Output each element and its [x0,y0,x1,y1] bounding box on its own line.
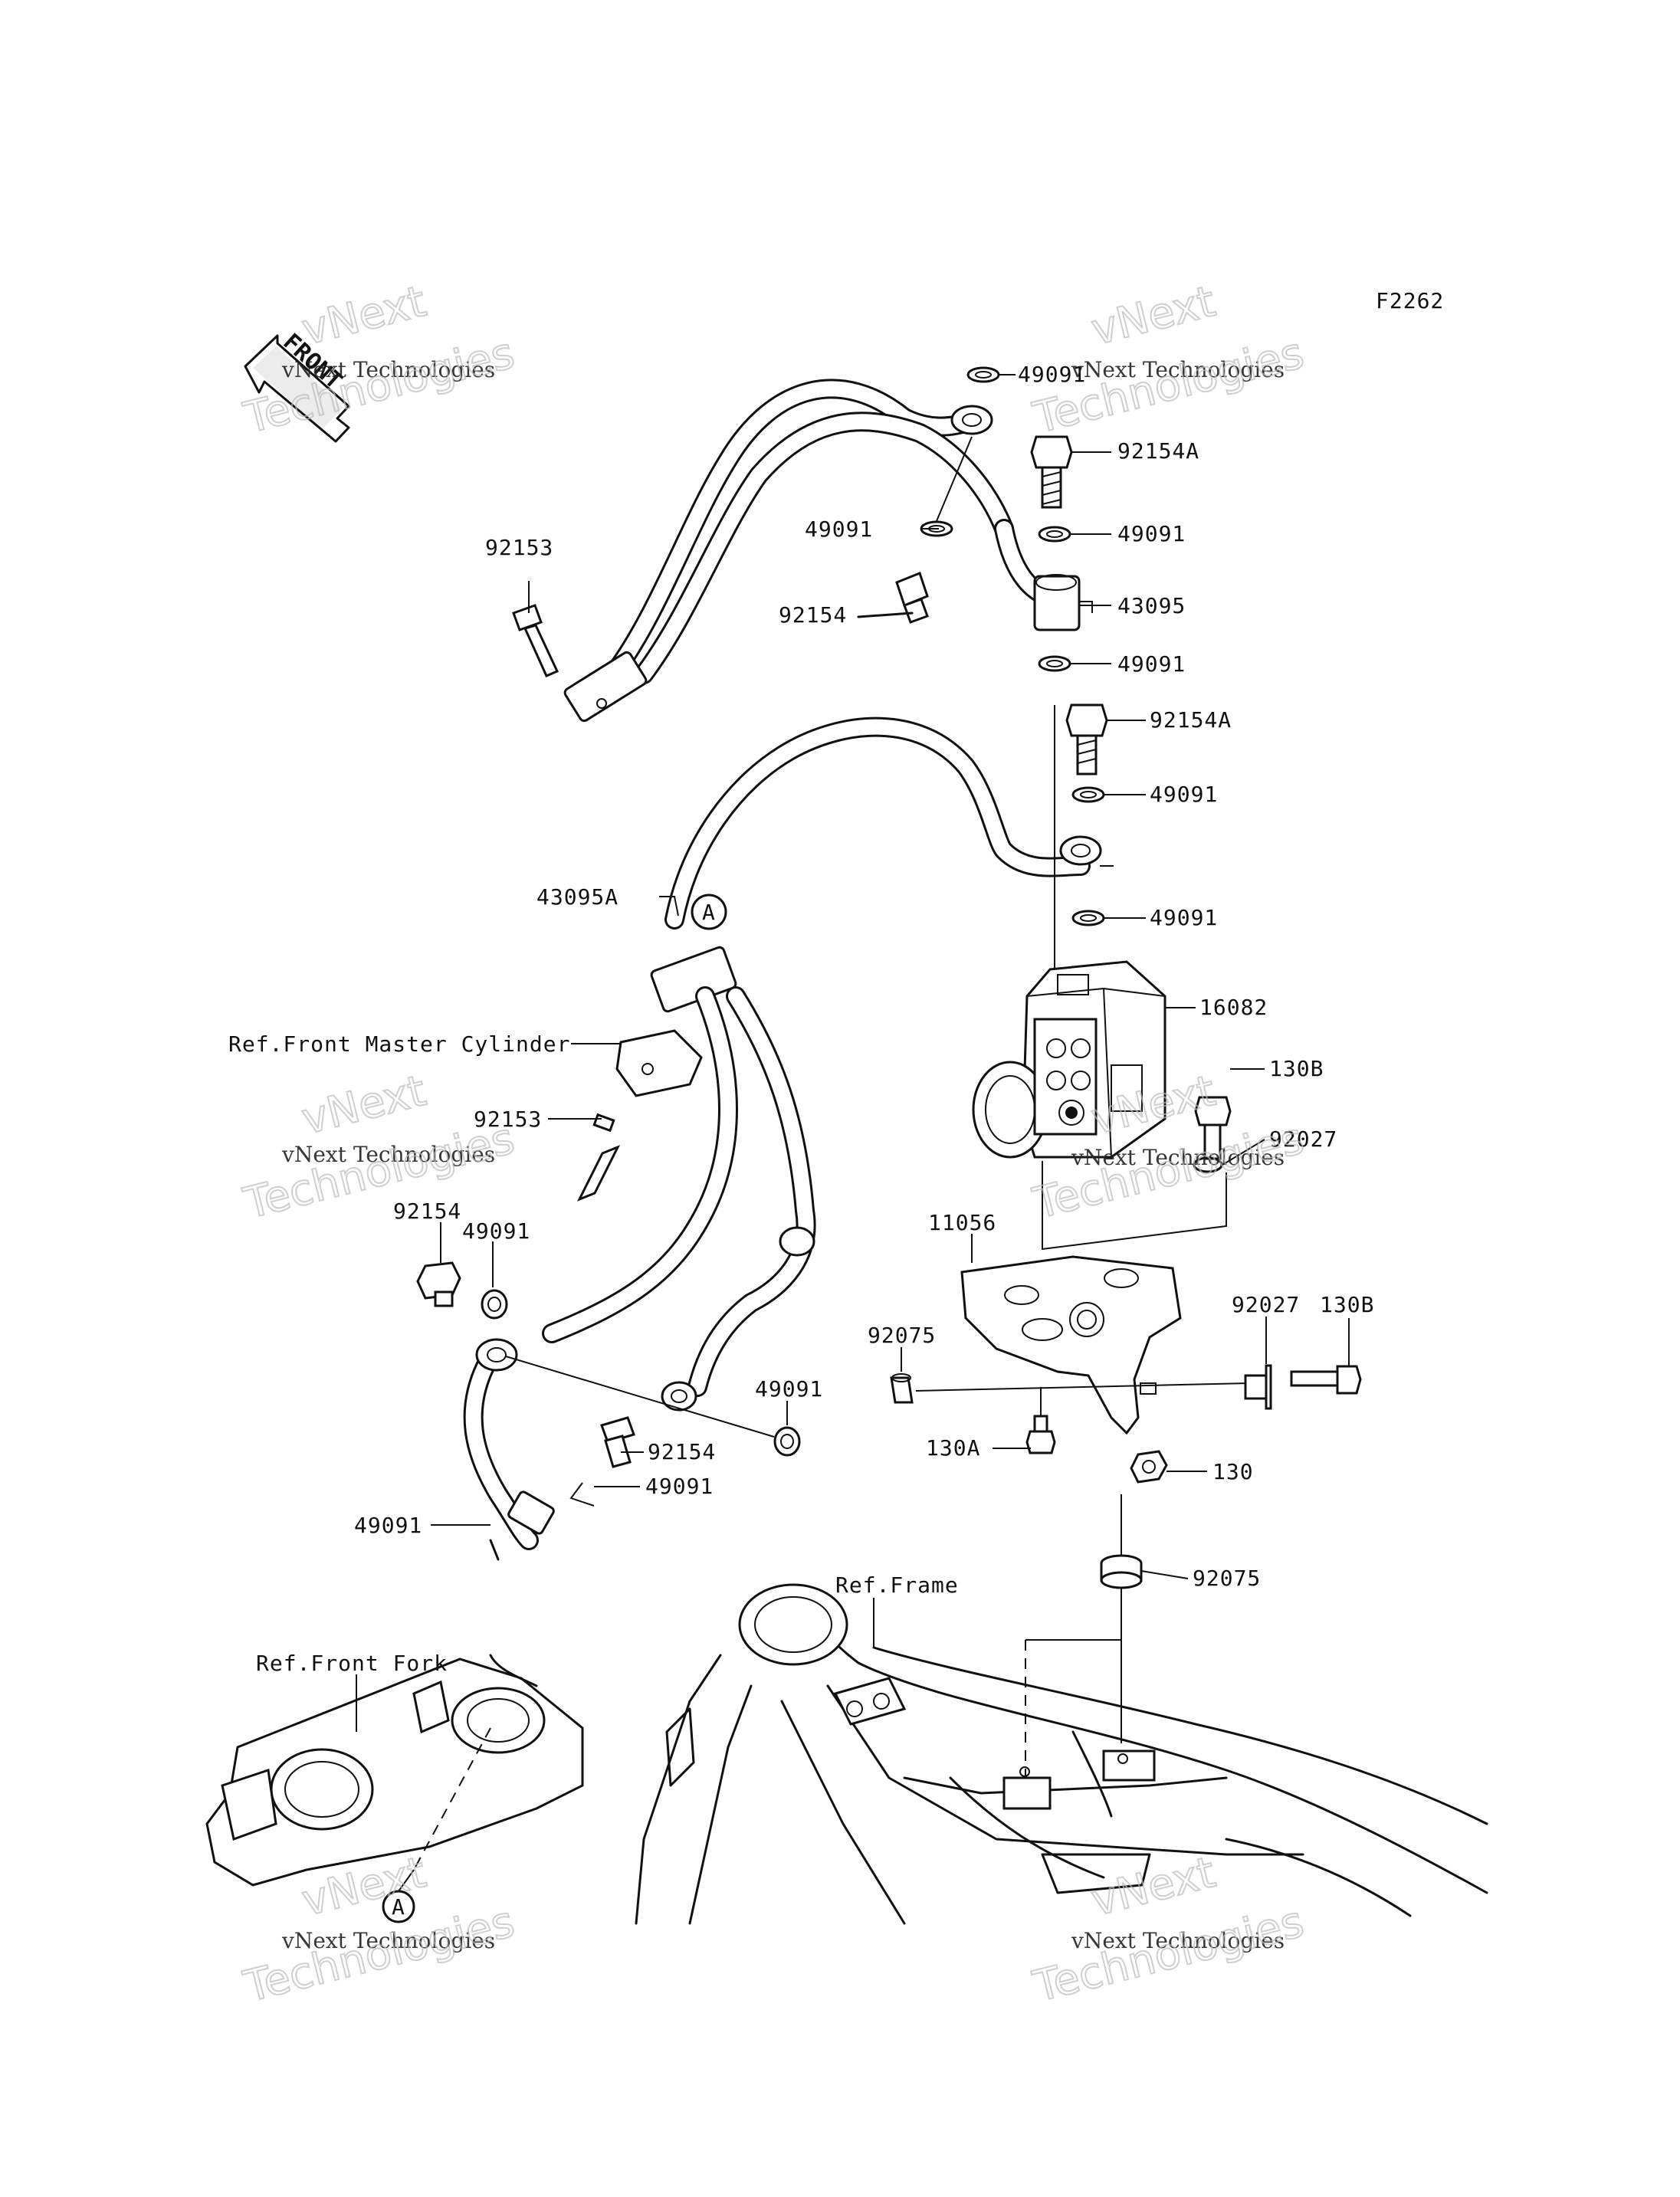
washer-49091-left [481,1289,508,1320]
spacer-92027-right [1244,1364,1272,1410]
washer-49091-d [1038,655,1071,672]
callout-49091-i: 49091 [354,1513,422,1538]
svg-text:vNext: vNext [297,1066,431,1145]
svg-text:A: A [392,1894,405,1920]
watermark-bottom-right: vNext vNext Technologies Technologies [1028,1847,1310,2013]
callout-92075-low: 92075 [1193,1566,1261,1591]
leader-lines [356,374,1350,1732]
callout-130: 130 [1212,1459,1254,1484]
callout-49091-f: 49091 [1150,905,1218,930]
svg-text:Technologies: Technologies [1029,328,1309,443]
callout-49091-left: 49091 [462,1218,530,1244]
callout-49091-b: 49091 [805,516,873,542]
washer-49091-top [966,366,1000,383]
washer-49091-f [1071,910,1105,926]
callout-130B-top: 130B [1269,1056,1324,1081]
middle-brake-hose [664,716,1114,930]
nut-130 [1130,1450,1168,1484]
bolt-92154-left [416,1261,461,1307]
bolt-130B-right [1290,1365,1362,1395]
callout-43095A: 43095A [536,884,619,910]
callout-130B-right: 130B [1320,1292,1374,1317]
watermark-mid-left: vNext vNext Technologies Technologies [238,1065,520,1230]
motorcycle-frame [635,1583,1488,1925]
marker-a-lower: A [382,1890,415,1923]
callout-43095: 43095 [1117,593,1186,618]
watermark-top-right: vNext vNext Technologies Technologies [1028,276,1310,444]
svg-text:A: A [702,900,716,925]
grommet-92075-low [1100,1554,1143,1589]
callout-92154-low: 92154 [648,1439,716,1464]
washer-49091-g [773,1426,801,1457]
abs-unit-16082 [972,960,1166,1159]
svg-text:vNext: vNext [1087,277,1220,356]
callout-49091-c: 49091 [1117,521,1186,546]
callout-92153-mid: 92153 [474,1107,542,1132]
svg-text:vNext Technologies: vNext Technologies [1071,1928,1285,1953]
callout-11056: 11056 [928,1210,996,1235]
bolt-92154A-top [1030,435,1073,509]
callout-ref-frame: Ref.Frame [835,1572,959,1598]
grommet-92075-left [890,1373,914,1404]
svg-text:vNext: vNext [1087,1848,1220,1926]
callout-92027-right: 92027 [1232,1292,1300,1317]
svg-text:Technologies: Technologies [239,1113,520,1228]
svg-text:Technologies: Technologies [239,1897,520,2012]
callout-92154-left: 92154 [393,1199,461,1224]
bolt-92153-mid [576,1113,621,1202]
washer-92027-top [1193,1156,1223,1173]
callout-ref-fork: Ref.Front Fork [256,1651,448,1676]
bolt-92153-top [512,604,559,677]
callout-16082: 16082 [1199,995,1268,1020]
callout-92153-top: 92153 [485,535,553,560]
bolt-130A [1025,1415,1056,1454]
callout-92075-left: 92075 [868,1323,936,1348]
svg-text:vNext Technologies: vNext Technologies [281,1928,495,1953]
svg-text:vNext Technologies: vNext Technologies [281,1142,495,1167]
bracket-11056 [960,1255,1182,1435]
bolt-92154-low [600,1416,635,1468]
callout-49091-e: 49091 [1150,782,1218,807]
bolt-92154A-mid [1065,703,1108,776]
callout-92154A-mid: 92154A [1150,707,1232,733]
svg-text:vNext Technologies: vNext Technologies [1071,1145,1285,1170]
bolt-92154-top [857,572,929,624]
callout-130A: 130A [926,1435,980,1461]
callout-49091-top: 49091 [1018,362,1086,387]
svg-text:Technologies: Technologies [1029,1897,1309,2012]
callout-49091-d: 49091 [1117,651,1186,677]
washer-49091-c [1038,526,1071,543]
upper-brake-hose [563,379,1093,723]
front-fork-triple-clamp [205,1654,584,1887]
callout-ref-master: Ref.Front Master Cylinder [228,1031,570,1057]
lower-brake-hoses [463,946,816,1550]
callout-labels: 49091 92154A 49091 49091 43095 92154 490… [228,362,1374,1676]
washer-49091-e [1071,786,1105,803]
callout-92154A-top: 92154A [1117,438,1199,464]
callout-49091-h: 49091 [645,1474,714,1499]
svg-text:vNext Technologies: vNext Technologies [1071,357,1285,382]
callout-92027-top: 92027 [1269,1126,1337,1152]
diagram-code: F2262 [1376,288,1444,313]
callout-49091-g: 49091 [755,1376,823,1402]
marker-a-upper: A [691,894,727,930]
callout-92154-top: 92154 [779,602,847,628]
bracket-ref-master [615,1029,703,1097]
svg-text:vNext: vNext [297,277,431,356]
svg-text:vNext Technologies: vNext Technologies [281,357,495,382]
